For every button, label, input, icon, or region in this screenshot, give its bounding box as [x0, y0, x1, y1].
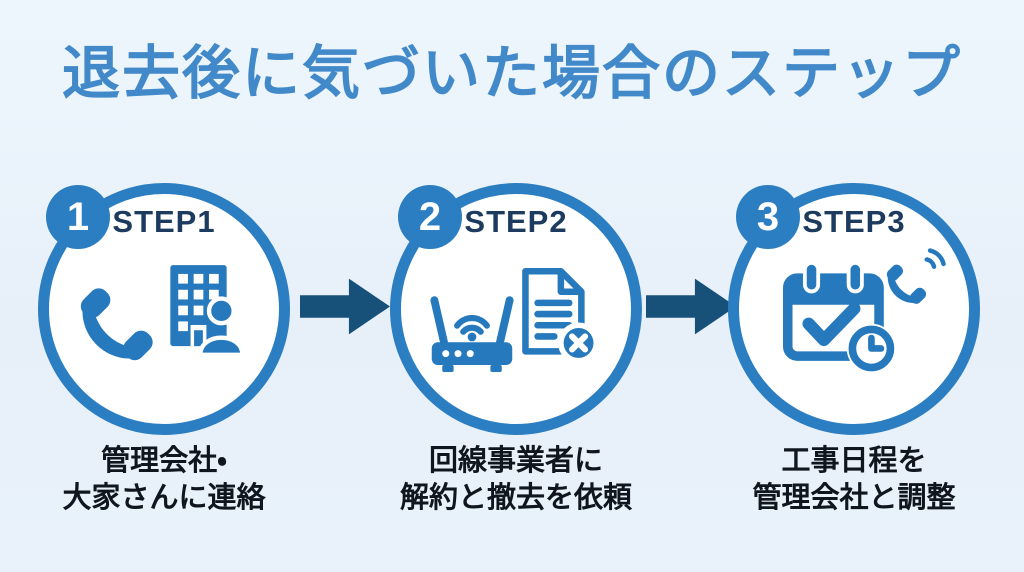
building-person-icon	[170, 265, 245, 357]
arrow-right-icon	[646, 278, 736, 335]
step-3-caption-line1: 工事日程を	[781, 445, 927, 477]
step-1-caption: 管理会社・ 大家さんに連絡	[8, 443, 320, 517]
page-title: 退去後に気づいた場合のステップ	[61, 41, 962, 106]
step-1-caption-line1: 管理会社・	[101, 445, 227, 477]
document-cancel-icon	[522, 267, 600, 364]
ringing-phone-icon	[886, 248, 946, 304]
step-3-caption-line2: 管理会社と調整	[752, 482, 956, 514]
wifi-router-icon	[430, 296, 514, 372]
step-1-label: STEP1	[112, 204, 216, 239]
step-3-caption: 工事日程を 管理会社と調整	[698, 443, 1010, 517]
step-1-number-badge: 1	[46, 185, 110, 249]
step-3-label: STEP3	[802, 204, 906, 239]
arrow-right-icon	[300, 278, 390, 335]
step-1-caption-line2: 大家さんに連絡	[62, 482, 266, 514]
step-2-caption: 回線事業者に 解約と撤去を依頼	[360, 443, 672, 517]
step-3-number: 3	[756, 195, 780, 239]
step-1-block: 1 STEP1 管理会社・ 大家さんに連絡	[38, 183, 290, 523]
step-3-number-badge: 3	[736, 185, 800, 249]
step-2-caption-line2: 解約と撤去を依頼	[399, 482, 632, 514]
step-2-caption-line1: 回線事業者に	[428, 445, 603, 477]
step-2-number-badge: 2	[398, 185, 462, 249]
step-3-block: 3 STEP3 工事日程を 管理	[728, 183, 980, 523]
calendar-check-clock-icon	[783, 261, 897, 374]
step-2-block: 2 STEP2	[390, 183, 642, 523]
step-2-label: STEP2	[464, 204, 568, 239]
step-1-number: 1	[66, 195, 90, 239]
phone-handset-icon	[80, 288, 153, 361]
step-2-number: 2	[418, 195, 442, 239]
